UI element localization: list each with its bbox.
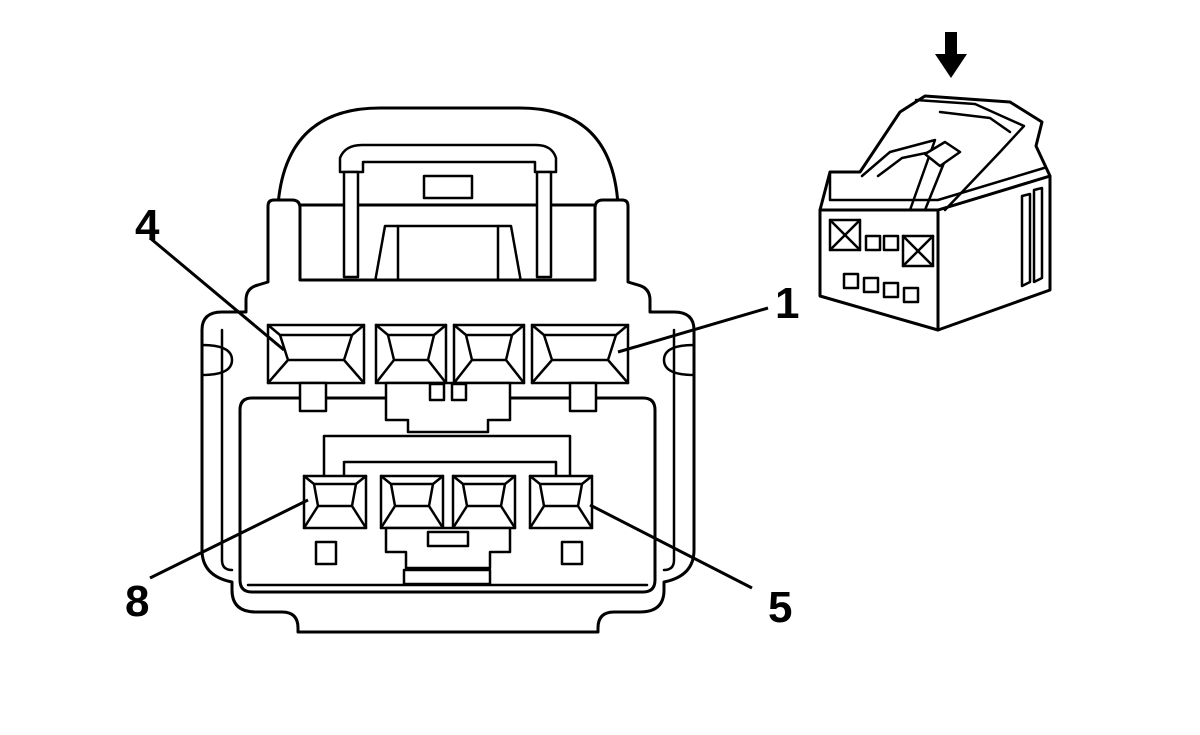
lock-post-left	[342, 170, 360, 279]
pin-label-5: 5	[768, 583, 792, 632]
leader-pin-8	[149, 498, 309, 580]
pin-label-1: 1	[775, 279, 799, 328]
connector-isometric-view	[818, 32, 1052, 332]
pin-label-4: 4	[135, 201, 160, 250]
terminal-6	[451, 474, 517, 530]
housing-side-notch-left	[200, 343, 234, 377]
housing-side-notch-right	[662, 343, 696, 377]
center-retainer	[384, 381, 512, 434]
terminal-row-upper	[266, 323, 630, 434]
lower-retainer-slot	[426, 530, 470, 548]
pin-label-8: 8	[125, 577, 149, 626]
bottom-key	[402, 568, 492, 586]
terminal-7	[379, 474, 445, 530]
iso-lock-tab	[923, 140, 962, 168]
latch-ribs	[396, 224, 500, 284]
lock-post-right	[535, 170, 553, 279]
leader-pin-4	[149, 236, 285, 352]
iso-lower-cavities	[842, 272, 920, 304]
down-arrow-icon	[935, 32, 967, 78]
housing-inner-rim	[220, 328, 676, 572]
retainer-slot-left	[428, 382, 446, 402]
terminal-8	[302, 474, 368, 566]
iso-side-ribs	[1020, 186, 1044, 288]
connector-front-view: 4 1 8 5	[125, 106, 799, 634]
terminal-row-lower	[302, 434, 594, 586]
terminal-2	[452, 323, 526, 385]
terminal-1	[530, 323, 630, 413]
iso-shoulder	[828, 166, 1046, 202]
retainer-slot-right	[450, 382, 468, 402]
iso-lock-arm	[860, 98, 1026, 212]
iso-upper-cavities	[828, 218, 935, 268]
lock-window	[422, 174, 474, 200]
leader-pin-1	[617, 306, 769, 354]
terminal-4	[266, 323, 366, 413]
terminal-3	[374, 323, 448, 385]
leader-pin-5	[589, 503, 753, 590]
terminal-5	[528, 474, 594, 566]
lower-retainer	[384, 526, 512, 570]
